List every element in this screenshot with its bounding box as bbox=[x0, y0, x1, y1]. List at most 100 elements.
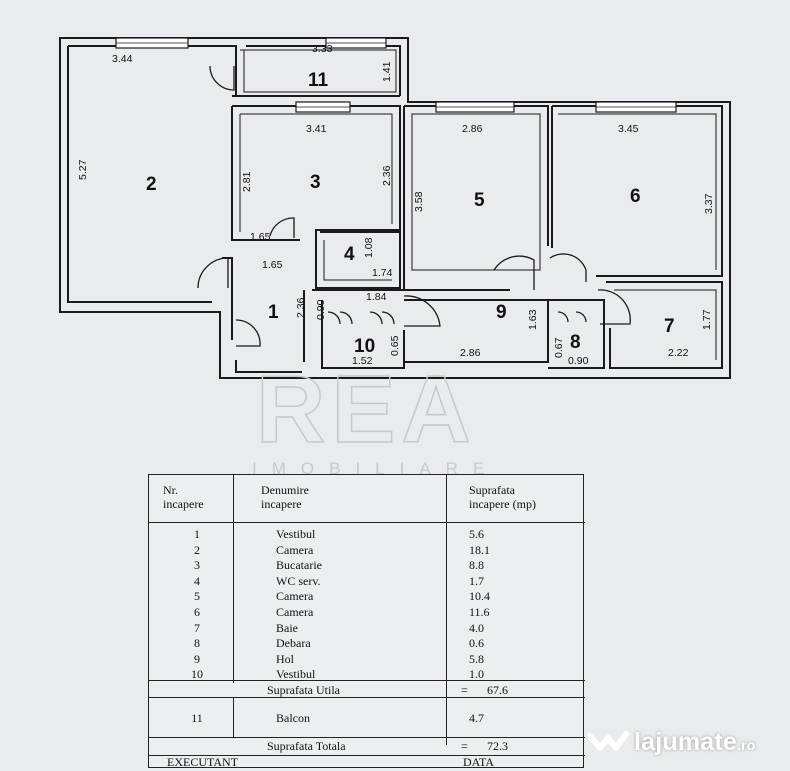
room-5-label: 5 bbox=[474, 190, 485, 211]
row-area: 1.0 bbox=[469, 667, 484, 682]
total-area-value: 72.3 bbox=[487, 739, 508, 753]
dim-r3-width: 3.41 bbox=[306, 123, 327, 135]
row-nr: 8 bbox=[194, 636, 200, 651]
row-name: Camera bbox=[276, 589, 314, 604]
area-table: Nr. incapere Denumire incapere Suprafata… bbox=[148, 474, 585, 771]
table-row: 1 Vestibul 5.6 bbox=[149, 527, 585, 543]
watermark-sub: IMOBILIARE bbox=[252, 459, 499, 478]
dim-r6-width: 3.45 bbox=[618, 123, 639, 135]
table-row: 4 WC serv. 1.7 bbox=[149, 574, 585, 590]
header-nr-sub: incapere bbox=[163, 497, 204, 511]
dim-r11-height: 1.41 bbox=[381, 61, 393, 82]
dim-r5-height: 3.58 bbox=[413, 191, 425, 212]
table-row: 10 Vestibul 1.0 bbox=[149, 667, 585, 683]
useful-area-value: 67.6 bbox=[487, 683, 508, 697]
row-nr: 6 bbox=[194, 605, 200, 619]
header-nr: Nr. bbox=[163, 483, 178, 497]
dim-r2-height: 5.27 bbox=[77, 159, 89, 180]
row-area: 11.6 bbox=[469, 605, 490, 619]
dim-r7-width: 2.22 bbox=[668, 347, 689, 359]
room-1-label: 1 bbox=[268, 302, 279, 323]
balcony-row: 11 Balcon 4.7 bbox=[149, 711, 585, 727]
dim-r11-width: 3.33 bbox=[312, 43, 333, 55]
row-nr: 5 bbox=[194, 589, 200, 604]
dim-hall-width: 1.84 bbox=[366, 291, 387, 303]
useful-area-eq: = bbox=[461, 683, 468, 697]
dim-r5-width: 2.86 bbox=[462, 123, 483, 135]
room-7-label: 7 bbox=[664, 316, 675, 337]
footer-data: DATA bbox=[463, 755, 495, 769]
room-10-label: 10 bbox=[354, 336, 375, 357]
dim-r8-height: 0.67 bbox=[553, 337, 565, 358]
header-area-sub: incapere (mp) bbox=[469, 497, 536, 511]
room-9-label: 9 bbox=[496, 302, 507, 323]
table-row: 9 Hol 5.8 bbox=[149, 652, 585, 668]
table-row: 8 Debara 0.6 bbox=[149, 636, 585, 652]
dim-r1-small: 0.90 bbox=[315, 299, 327, 320]
room-8-label: 8 bbox=[570, 332, 581, 353]
dim-r9-height: 1.63 bbox=[527, 309, 539, 330]
row-name: Camera bbox=[276, 605, 314, 619]
dim-r9-width: 2.86 bbox=[460, 347, 481, 359]
row-area: 18.1 bbox=[469, 542, 490, 557]
balcony-nr: 11 bbox=[191, 711, 203, 725]
dim-r3-height-right: 2.36 bbox=[381, 165, 393, 186]
dim-r2-width: 3.44 bbox=[112, 53, 133, 65]
dim-r8-width: 0.90 bbox=[568, 355, 589, 367]
room-11-label: 11 bbox=[308, 70, 329, 91]
rea-watermark: REA IMOBILIARE bbox=[252, 360, 499, 478]
row-name: WC serv. bbox=[276, 573, 321, 588]
dim-r7-height: 1.77 bbox=[701, 309, 713, 330]
dim-r1-top: 1.65 bbox=[262, 259, 283, 271]
row-area: 8.8 bbox=[469, 558, 484, 573]
dim-r4-height: 1.08 bbox=[363, 237, 375, 258]
floor-plan: 2 11 3 4 5 6 1 9 7 8 10 3.44 5.27 3.33 1… bbox=[59, 37, 731, 379]
row-nr: 1 bbox=[194, 527, 200, 541]
row-area: 1.7 bbox=[469, 573, 484, 588]
row-nr: 7 bbox=[194, 620, 200, 635]
dim-r4-width: 1.74 bbox=[372, 267, 393, 279]
row-area: 0.6 bbox=[469, 636, 484, 651]
room-3-label: 3 bbox=[310, 172, 321, 193]
room-6-label: 6 bbox=[630, 186, 641, 207]
row-area: 10.4 bbox=[469, 589, 490, 604]
useful-area-label: Suprafata Utila bbox=[267, 683, 340, 697]
table-row: 5 Camera 10.4 bbox=[149, 589, 585, 605]
dim-r3-bottom: 1.65 bbox=[250, 231, 271, 243]
row-name: Camera bbox=[276, 542, 314, 557]
dim-r6-height: 3.37 bbox=[703, 193, 715, 214]
row-name: Hol bbox=[276, 651, 294, 666]
lajumate-logo[interactable]: lajumate.ro bbox=[586, 726, 786, 762]
row-name: Bucatarie bbox=[276, 558, 322, 573]
brand-text: lajumate bbox=[634, 728, 738, 756]
table-row: 2 Camera 18.1 bbox=[149, 543, 585, 559]
row-area: 5.6 bbox=[469, 527, 484, 541]
brand-tld: .ro bbox=[737, 737, 756, 753]
balcony-name: Balcon bbox=[276, 711, 310, 725]
row-area: 4.0 bbox=[469, 620, 484, 635]
row-name: Vestibul bbox=[276, 527, 316, 541]
dim-r3-height-left: 2.81 bbox=[241, 171, 253, 192]
balcony-value: 4.7 bbox=[469, 711, 484, 725]
total-area-label: Suprafata Totala bbox=[267, 739, 346, 753]
dim-r1-height: 2.36 bbox=[295, 297, 307, 318]
row-nr: 9 bbox=[194, 651, 200, 666]
footer-executant: EXECUTANT bbox=[167, 755, 239, 769]
row-nr: 10 bbox=[191, 667, 203, 682]
footer-row: EXECUTANT DATA bbox=[149, 755, 585, 771]
table-row: 6 Camera 11.6 bbox=[149, 605, 585, 621]
room-4-label: 4 bbox=[344, 244, 355, 265]
total-area-row: Suprafata Totala = 72.3 bbox=[149, 739, 585, 755]
header-area: Suprafata bbox=[469, 483, 515, 497]
dim-r10-width: 1.52 bbox=[352, 355, 373, 367]
header-name: Denumire bbox=[261, 483, 309, 497]
table-row: 7 Baie 4.0 bbox=[149, 621, 585, 637]
brand-name: lajumate.ro bbox=[634, 728, 756, 757]
useful-area-row: Suprafata Utila = 67.6 bbox=[149, 683, 585, 699]
row-name: Vestibul bbox=[276, 667, 316, 682]
total-area-eq: = bbox=[461, 739, 468, 753]
lajumate-heart-icon bbox=[587, 731, 629, 751]
watermark-main: REA bbox=[256, 360, 477, 463]
row-nr: 3 bbox=[194, 558, 200, 573]
row-name: Debara bbox=[276, 636, 311, 651]
